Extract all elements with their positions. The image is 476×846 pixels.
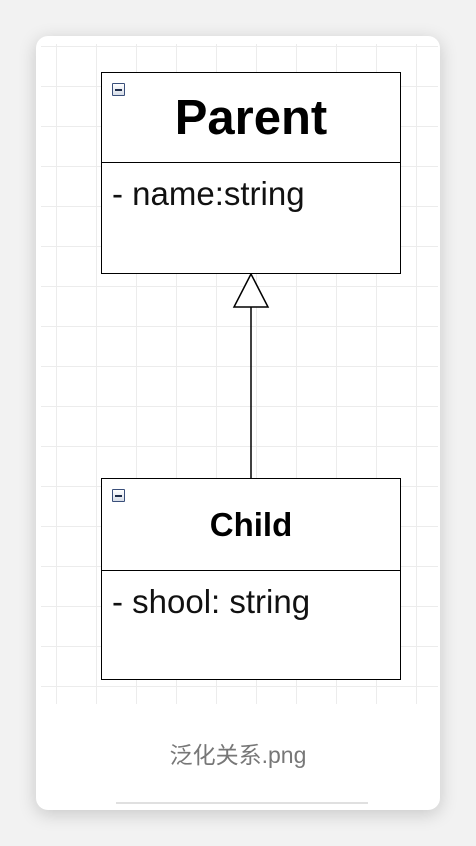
scroll-indicator — [116, 802, 368, 804]
class-header-child: Child — [102, 479, 400, 571]
class-name-child: Child — [209, 505, 293, 543]
class-box-child[interactable]: Child - shool: string — [101, 478, 401, 680]
attribute-shool: - shool: string — [112, 583, 311, 620]
hollow-triangle-arrowhead — [232, 272, 270, 308]
attribute-name: - name:string — [112, 175, 305, 212]
class-header-parent: Parent — [102, 73, 400, 163]
collapse-minus-icon[interactable] — [112, 83, 125, 96]
class-box-parent[interactable]: Parent - name:string — [101, 72, 401, 274]
class-name-parent: Parent — [174, 90, 328, 145]
generalization-connector — [232, 272, 270, 478]
collapse-minus-icon[interactable] — [112, 489, 125, 502]
image-card: Parent - name:string Child - shool: stri… — [36, 36, 440, 810]
diagram-canvas: Parent - name:string Child - shool: stri… — [41, 44, 438, 704]
image-caption: 泛化关系.png — [169, 742, 307, 768]
